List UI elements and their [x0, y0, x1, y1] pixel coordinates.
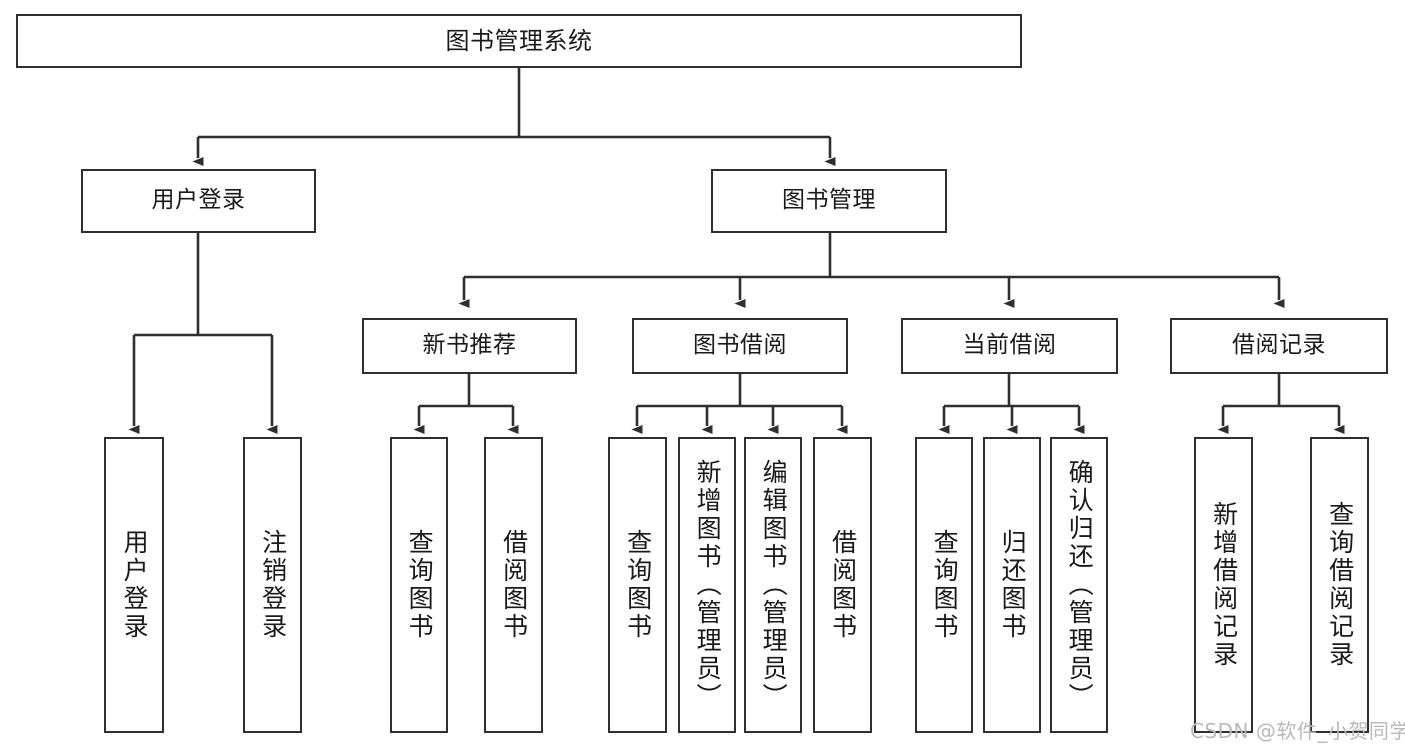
csdn-watermark: CSDN @软件_小贺同学 [1190, 719, 1405, 743]
node-label: 图书管理系统 [445, 26, 593, 55]
leaf-user-login[interactable]: 用户登录 [104, 437, 164, 733]
leaf-new-book-borrow-book[interactable]: 借阅图书 [484, 437, 543, 733]
node-user-login[interactable]: 用户登录 [81, 169, 316, 233]
node-label: 新书推荐 [422, 332, 517, 359]
node-label: 图书管理 [782, 187, 876, 214]
leaf-logout[interactable]: 注销登录 [243, 437, 302, 733]
node-root-book-management-system[interactable]: 图书管理系统 [16, 14, 1022, 68]
leaf-new-book-query-book[interactable]: 查询图书 [390, 437, 448, 733]
node-label: 注销登录 [258, 529, 288, 641]
leaf-current-query-book[interactable]: 查询图书 [915, 437, 973, 733]
node-book-borrow[interactable]: 图书借阅 [632, 318, 848, 374]
node-new-book-recommendation[interactable]: 新书推荐 [362, 318, 577, 374]
node-current-borrow[interactable]: 当前借阅 [901, 318, 1118, 374]
leaf-borrow-edit-book-admin[interactable]: 编辑图书（管理员） [744, 437, 802, 733]
leaf-record-query-borrow-record[interactable]: 查询借阅记录 [1310, 437, 1369, 733]
node-label: 确认归还（管理员） [1065, 459, 1095, 711]
leaf-current-confirm-return-admin[interactable]: 确认归还（管理员） [1050, 437, 1108, 733]
node-borrow-record[interactable]: 借阅记录 [1170, 318, 1388, 374]
node-label: 编辑图书（管理员） [759, 459, 789, 711]
node-book-management[interactable]: 图书管理 [711, 169, 947, 233]
node-label: 查询图书 [623, 529, 653, 641]
leaf-borrow-add-book-admin[interactable]: 新增图书（管理员） [678, 437, 736, 733]
node-label: 查询图书 [405, 529, 435, 641]
leaf-borrow-borrow-book[interactable]: 借阅图书 [813, 437, 872, 733]
node-label: 借阅记录 [1232, 332, 1326, 359]
node-label: 查询借阅记录 [1325, 501, 1355, 669]
node-label: 新增借阅记录 [1209, 501, 1239, 669]
node-label: 借阅图书 [828, 529, 858, 641]
node-label: 图书借阅 [693, 332, 787, 359]
leaf-current-return-book[interactable]: 归还图书 [983, 437, 1041, 733]
node-label: 用户登录 [151, 187, 246, 214]
leaf-record-add-borrow-record[interactable]: 新增借阅记录 [1194, 437, 1253, 733]
node-label: 归还图书 [998, 529, 1028, 641]
leaf-borrow-query-book[interactable]: 查询图书 [608, 437, 667, 733]
node-label: 当前借阅 [962, 332, 1057, 359]
node-label: 新增图书（管理员） [693, 459, 723, 711]
node-label: 用户登录 [120, 529, 150, 641]
node-label: 查询图书 [930, 529, 960, 641]
node-label: 借阅图书 [499, 529, 529, 641]
